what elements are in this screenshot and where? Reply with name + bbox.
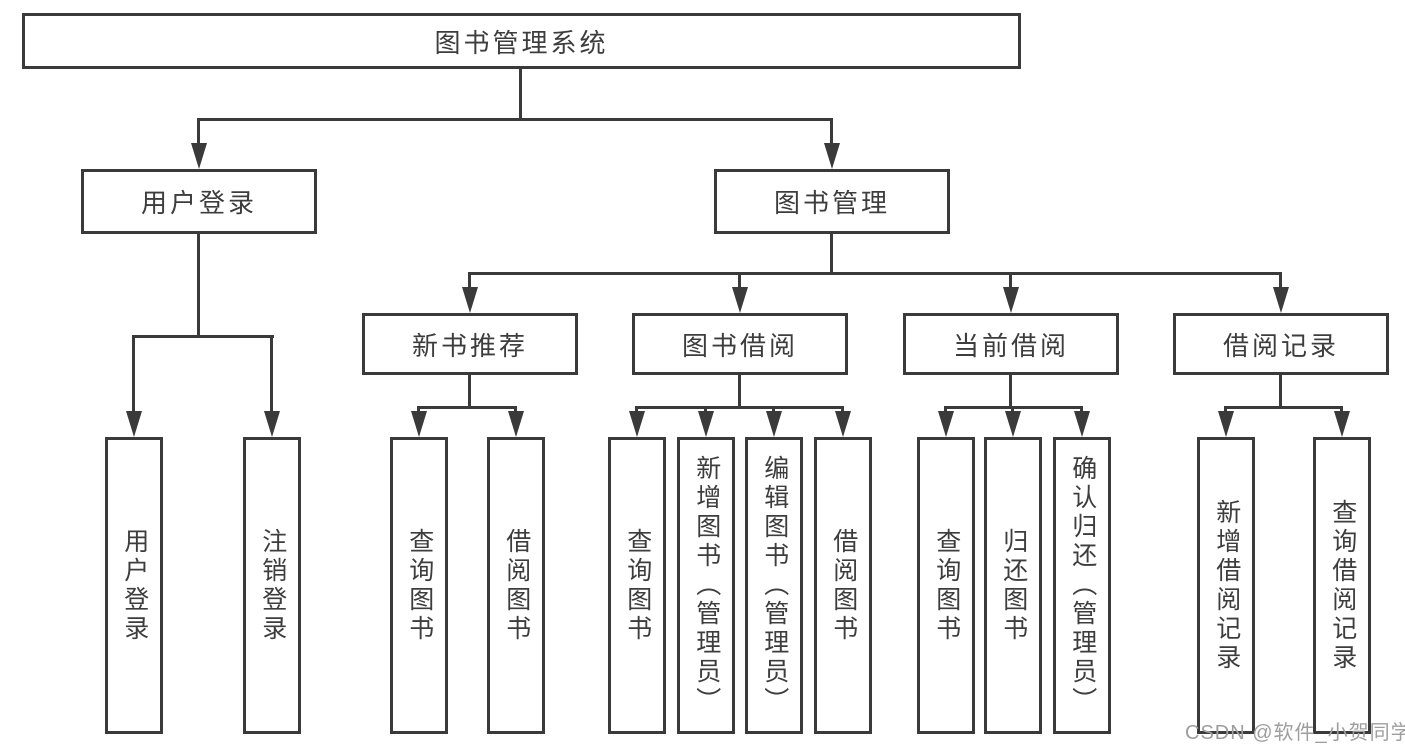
connector-book-borrowing-trunk [738, 375, 741, 408]
arrowhead-down-icon [126, 411, 142, 437]
node-current-borrowing-label: 当前借阅 [952, 330, 1069, 361]
connector-book-management-trunk [830, 234, 833, 274]
leaf-edit-books-admin-label: 编辑图书（管理员） [760, 455, 789, 716]
connector-stem-e2 [1340, 406, 1343, 414]
node-new-book-recommend: 新书推荐 [362, 313, 578, 375]
arrowhead-down-icon [264, 411, 280, 437]
connector-stem-d2 [1011, 406, 1014, 414]
arrowhead-down-icon [1334, 411, 1350, 437]
node-book-borrowing: 图书借阅 [632, 313, 848, 375]
connector-borrowing-records-trunk [1279, 375, 1282, 408]
arrowhead-down-icon [1074, 411, 1090, 437]
leaf-confirm-return-admin-label: 确认归还（管理员） [1068, 455, 1097, 716]
csdn-watermark: CSDN @软件_小贺同学 [1185, 722, 1405, 744]
leaf-add-borrow-record-label: 新增借阅记录 [1212, 498, 1241, 673]
connector-stem-new-book-recommend [468, 272, 471, 289]
node-root-label: 图书管理系统 [434, 27, 609, 58]
connector-stem-b1 [417, 406, 420, 414]
leaf-add-books-admin: 新增图书（管理员） [677, 437, 735, 734]
arrowhead-down-icon [732, 287, 748, 313]
leaf-query-books-3-label: 查询图书 [932, 527, 961, 644]
node-new-book-recommend-label: 新书推荐 [411, 330, 528, 361]
arrowhead-down-icon [1003, 287, 1019, 313]
leaf-add-borrow-record: 新增借阅记录 [1197, 437, 1255, 734]
arrowhead-down-icon [1273, 287, 1289, 313]
connector-stem-leaf-user-login [132, 335, 135, 413]
node-root: 图书管理系统 [22, 13, 1021, 69]
leaf-query-books-2-label: 查询图书 [623, 527, 652, 644]
leaf-borrow-books-2: 借阅图书 [814, 437, 872, 734]
arrowhead-down-icon [191, 143, 207, 169]
leaf-borrow-books-2-label: 借阅图书 [829, 527, 858, 644]
connector-stem-user-login [197, 118, 200, 145]
connector-stem-d1 [944, 406, 947, 414]
connector-new-book-recommend-trunk [468, 375, 471, 408]
leaf-query-books-1: 查询图书 [390, 437, 448, 734]
leaf-query-books-1-label: 查询图书 [405, 527, 434, 644]
connector-stem-c2 [704, 406, 707, 414]
leaf-query-borrow-record: 查询借阅记录 [1313, 437, 1371, 734]
connector-current-borrowing-trunk [1009, 375, 1012, 408]
arrowhead-down-icon [508, 411, 524, 437]
connector-stem-e1 [1224, 406, 1227, 414]
leaf-add-books-admin-label: 新增图书（管理员） [692, 455, 721, 716]
connector-level1-split [197, 118, 833, 121]
leaf-return-books-label: 归还图书 [999, 527, 1028, 644]
arrowhead-down-icon [1005, 411, 1021, 437]
connector-borrowing-records-split [1224, 406, 1343, 409]
connector-stem-book-borrowing [738, 272, 741, 289]
node-book-borrowing-label: 图书借阅 [681, 330, 798, 361]
leaf-query-books-3: 查询图书 [917, 437, 975, 734]
connector-stem-current-borrowing [1009, 272, 1012, 289]
connector-stem-d3 [1080, 406, 1083, 414]
connector-stem-c4 [841, 406, 844, 414]
leaf-return-books: 归还图书 [984, 437, 1042, 734]
connector-stem-c1 [635, 406, 638, 414]
connector-stem-book-management [830, 118, 833, 145]
leaf-user-login-label: 用户登录 [120, 527, 149, 644]
leaf-confirm-return-admin: 确认归还（管理员） [1053, 437, 1111, 734]
arrowhead-down-icon [938, 411, 954, 437]
node-book-management: 图书管理 [714, 169, 950, 234]
connector-stem-leaf-logout [270, 335, 273, 413]
leaf-user-login: 用户登录 [105, 437, 163, 734]
node-current-borrowing: 当前借阅 [903, 313, 1119, 375]
node-borrowing-records: 借阅记录 [1173, 313, 1389, 375]
leaf-query-books-2: 查询图书 [608, 437, 666, 734]
connector-book-borrowing-split [635, 406, 844, 409]
node-book-management-label: 图书管理 [773, 188, 890, 218]
arrowhead-down-icon [698, 411, 714, 437]
leaf-query-borrow-record-label: 查询借阅记录 [1328, 498, 1357, 673]
arrowhead-down-icon [411, 411, 427, 437]
connector-stem-borrowing-records [1279, 272, 1282, 289]
node-user-login-label: 用户登录 [140, 188, 257, 218]
connector-new-book-recommend-split [417, 406, 517, 409]
connector-stem-c3 [772, 406, 775, 414]
node-borrowing-records-label: 借阅记录 [1222, 330, 1339, 361]
leaf-logout: 注销登录 [243, 437, 301, 734]
arrowhead-down-icon [835, 411, 851, 437]
connector-stem-b2 [514, 406, 517, 414]
arrowhead-down-icon [1218, 411, 1234, 437]
leaf-edit-books-admin: 编辑图书（管理员） [745, 437, 803, 734]
arrowhead-down-icon [766, 411, 782, 437]
arrowhead-down-icon [629, 411, 645, 437]
leaf-borrow-books-1-label: 借阅图书 [502, 527, 531, 644]
arrowhead-down-icon [462, 287, 478, 313]
leaf-logout-label: 注销登录 [258, 527, 287, 644]
connector-user-login-split [132, 335, 274, 338]
node-user-login: 用户登录 [81, 169, 317, 234]
arrowhead-down-icon [824, 143, 840, 169]
connector-level3-split [468, 272, 1282, 275]
connector-user-login-trunk [197, 234, 200, 337]
connector-root-trunk [519, 69, 522, 120]
leaf-borrow-books-1: 借阅图书 [487, 437, 545, 734]
